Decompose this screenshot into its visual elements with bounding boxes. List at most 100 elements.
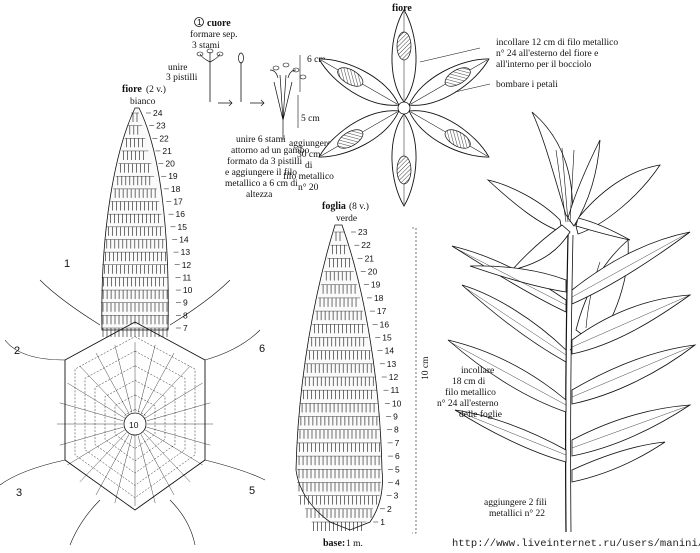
leaf-row-number: 19	[371, 280, 381, 290]
leaf-row-number: 16	[380, 319, 390, 329]
leaf-row-number: 6	[395, 451, 400, 461]
section-label-5: 5	[249, 485, 255, 497]
petal-chart-count: (2 v.)	[146, 84, 166, 95]
section-label-2: 2	[14, 345, 20, 357]
leaf-row-number: 18	[374, 293, 384, 303]
plant-leaf	[571, 441, 666, 483]
hexagon-spoke	[114, 435, 133, 504]
hexagon-spoke	[145, 382, 203, 419]
flower-petal	[318, 110, 400, 158]
leaf-chart-title: foglia	[322, 201, 346, 212]
petal-row-number: 17	[173, 197, 183, 207]
stamen-anther	[282, 62, 290, 68]
leaf-row-number: 12	[389, 372, 399, 382]
add-text-0: aggiungere	[289, 139, 331, 149]
lily-plant-illustration	[447, 111, 697, 533]
stamen-anther	[216, 51, 224, 57]
hexagon-spoke	[140, 352, 175, 414]
petal-row-number: 7	[183, 323, 188, 333]
leaf-row-number: 20	[368, 267, 378, 277]
flower-petal	[391, 113, 417, 207]
plant-note-leaves-1: 18 cm di	[452, 377, 486, 387]
stamen-bundle	[269, 69, 297, 140]
section-label-3: 3	[16, 487, 22, 499]
leaf-base-value: 1 m.	[346, 539, 363, 549]
leaf-row-number: 15	[382, 332, 392, 342]
flower-petal	[408, 58, 490, 106]
petal-group	[318, 9, 490, 207]
arrow-right-icon	[218, 99, 233, 107]
plant-note-leaves-4: delle foglie	[459, 409, 502, 420]
hexagon-spokes	[57, 342, 213, 506]
section-label-6: 6	[259, 343, 265, 355]
leaf-row-number: 1	[380, 517, 385, 527]
petal-row-number: 13	[181, 247, 191, 257]
hexagon-spoke	[145, 429, 203, 466]
petal-row-number: 9	[183, 298, 188, 308]
leaf-row-number: 8	[394, 425, 399, 435]
flower-stamens	[555, 147, 575, 223]
hexagon-spoke	[67, 382, 125, 419]
petal-chart-title: fiore	[122, 84, 142, 95]
flower-note1-1: n° 24 all'esterno del fiore e	[496, 48, 598, 59]
join-text-4: metallico a 6 cm di	[225, 179, 298, 189]
stamen-tips	[199, 52, 221, 63]
plant-leaf	[454, 409, 567, 463]
hexagon-spoke	[59, 402, 124, 422]
stamen-anther	[206, 48, 214, 54]
flower-petal	[391, 9, 417, 103]
leaf-row-number: 4	[395, 477, 400, 487]
flower-note2: bombare i petali	[496, 80, 558, 90]
add-text-4: n° 20	[298, 182, 319, 193]
flower-note1-2: all'interno per il bocciolo	[496, 60, 592, 70]
flower-petal	[408, 110, 490, 158]
plant-stem-edge	[570, 234, 574, 533]
plant-leaf	[571, 231, 691, 305]
leaf-height-label: 10 cm	[421, 356, 431, 380]
hexagon-spoke	[143, 365, 191, 416]
petal-row-number: 15	[178, 222, 188, 232]
hexagon-center-ring	[123, 412, 147, 436]
leaf-chart-color: verde	[336, 214, 357, 224]
flower-note1-0: incollare 12 cm di filo metallico	[496, 37, 618, 48]
plant-leaf	[571, 404, 692, 457]
join-text-3: e aggiungere il filo	[225, 167, 297, 178]
leaf-chart-count: (8 v.)	[349, 201, 369, 212]
petal-row-number: 20	[165, 159, 175, 169]
hexagon-spoke	[59, 426, 124, 446]
petal-hatch	[396, 31, 412, 61]
petal-row-number: 12	[182, 260, 192, 270]
plant-leaf	[469, 265, 567, 293]
pistil-tip	[238, 52, 244, 64]
hexagon-spoke	[79, 365, 127, 416]
heart-unite-b: 3 pistilli	[166, 73, 198, 83]
petal-row-number: 10	[183, 285, 193, 295]
hexagon-spoke	[146, 402, 211, 422]
petal-hatch	[444, 129, 471, 149]
heart-assembly: 1 cuore formare sep. 3 stami unire 3 pis…	[166, 17, 334, 200]
heart-line-1: formare sep.	[190, 29, 237, 40]
leaf-row-number: 22	[361, 240, 371, 250]
petal-row-number: 16	[176, 209, 186, 219]
leaf-row-number: 3	[394, 491, 399, 501]
hexagon-center-label: 10	[129, 420, 139, 430]
petal-chart: fiore (2 v.) bianco 24232221201918171615…	[0, 84, 266, 546]
petal-chart-color: bianco	[130, 97, 156, 107]
hexagon-spoke	[137, 344, 156, 413]
step-1-circle	[194, 17, 204, 27]
leaf-row-number: 23	[358, 227, 368, 237]
dim-6cm-label: 6 cm	[307, 55, 326, 65]
flower-center	[397, 101, 411, 115]
stamen-anther	[299, 74, 307, 80]
leader-line	[419, 47, 481, 63]
hexagon-spoke	[137, 435, 156, 504]
join-text-5: altezza	[246, 190, 273, 200]
petal-row-number: 21	[162, 146, 172, 156]
flower-top-view: fiore incollare 12 cm di filo metallico …	[318, 3, 618, 207]
hexagon-spoke	[140, 434, 175, 496]
leaf-stitches	[297, 231, 381, 531]
petal-stitches	[101, 112, 169, 337]
leaf-row-number: 21	[365, 253, 375, 263]
